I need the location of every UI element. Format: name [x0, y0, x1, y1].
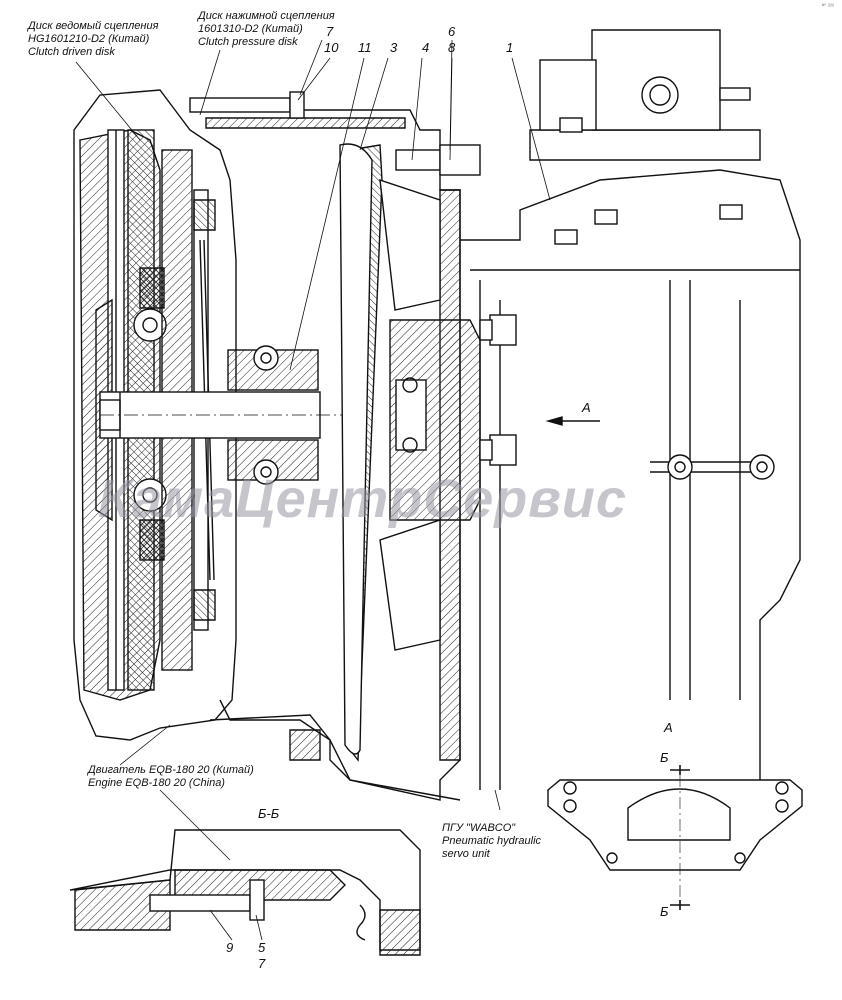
view-a-cover	[547, 765, 803, 910]
callout-line: servo unit	[442, 848, 490, 860]
gearbox-housing	[460, 29, 801, 800]
section-bb-title: Б-Б	[258, 806, 280, 821]
callout-line: Clutch pressure disk	[198, 36, 298, 48]
callout-line: Диск нажимной сцепления	[198, 10, 335, 22]
part-number-4: 4	[422, 40, 430, 55]
gearbox-input-hub	[389, 314, 517, 521]
part-number-10: 10	[324, 40, 339, 55]
view-arrow-a	[545, 416, 600, 426]
part-number-9: 9	[226, 940, 234, 955]
callout-engine: Двигатель EQB-180 20 (Китай) Engine EQB-…	[88, 764, 254, 790]
cut-label-bottom: Б	[660, 904, 669, 919]
callout-line: Диск ведомый сцепления	[28, 20, 159, 32]
part-number-1: 1	[506, 40, 514, 55]
input-shaft	[99, 391, 360, 439]
release-bearing	[227, 345, 319, 485]
part-number-8: 8	[448, 40, 456, 55]
corner-mark: ª° ²²²	[821, 4, 834, 10]
callout-line: HG1601210-D2 (Китай)	[28, 33, 150, 45]
callout-line: Clutch driven disk	[28, 46, 115, 58]
watermark-text: КамаЦентрСервис	[98, 469, 627, 529]
part-number-5: 5	[258, 940, 266, 955]
callout-line: ПГУ "WABCO"	[442, 822, 516, 834]
callout-line: Pneumatic hydraulic	[442, 835, 542, 847]
part-number-11: 11	[358, 40, 372, 55]
callout-line: 1601310-D2 (Китай)	[198, 23, 303, 35]
cut-label-top: Б	[660, 750, 669, 765]
part-number-7-bottom: 7	[258, 956, 266, 971]
arrow-a-label: A	[582, 400, 591, 415]
engine-flange	[209, 714, 461, 801]
callout-pgu: ПГУ "WABCO" Pneumatic hydraulic servo un…	[442, 822, 541, 861]
callout-line: Двигатель EQB-180 20 (Китай)	[88, 764, 254, 776]
callout-driven-disk: Диск ведомый сцепления HG1601210-D2 (Кит…	[28, 20, 158, 59]
section-bb	[69, 829, 421, 956]
leader-lines	[75, 39, 551, 941]
part-number-7-top: 7	[326, 24, 334, 39]
callout-pressure-disk: Диск нажимной сцепления 1601310-D2 (Кита…	[198, 10, 335, 49]
view-a-title: A	[664, 720, 673, 735]
part-number-3: 3	[390, 40, 398, 55]
part-number-6: 6	[448, 24, 456, 39]
callout-line: Engine EQB-180 20 (China)	[88, 777, 225, 789]
top-bolts	[189, 91, 481, 176]
